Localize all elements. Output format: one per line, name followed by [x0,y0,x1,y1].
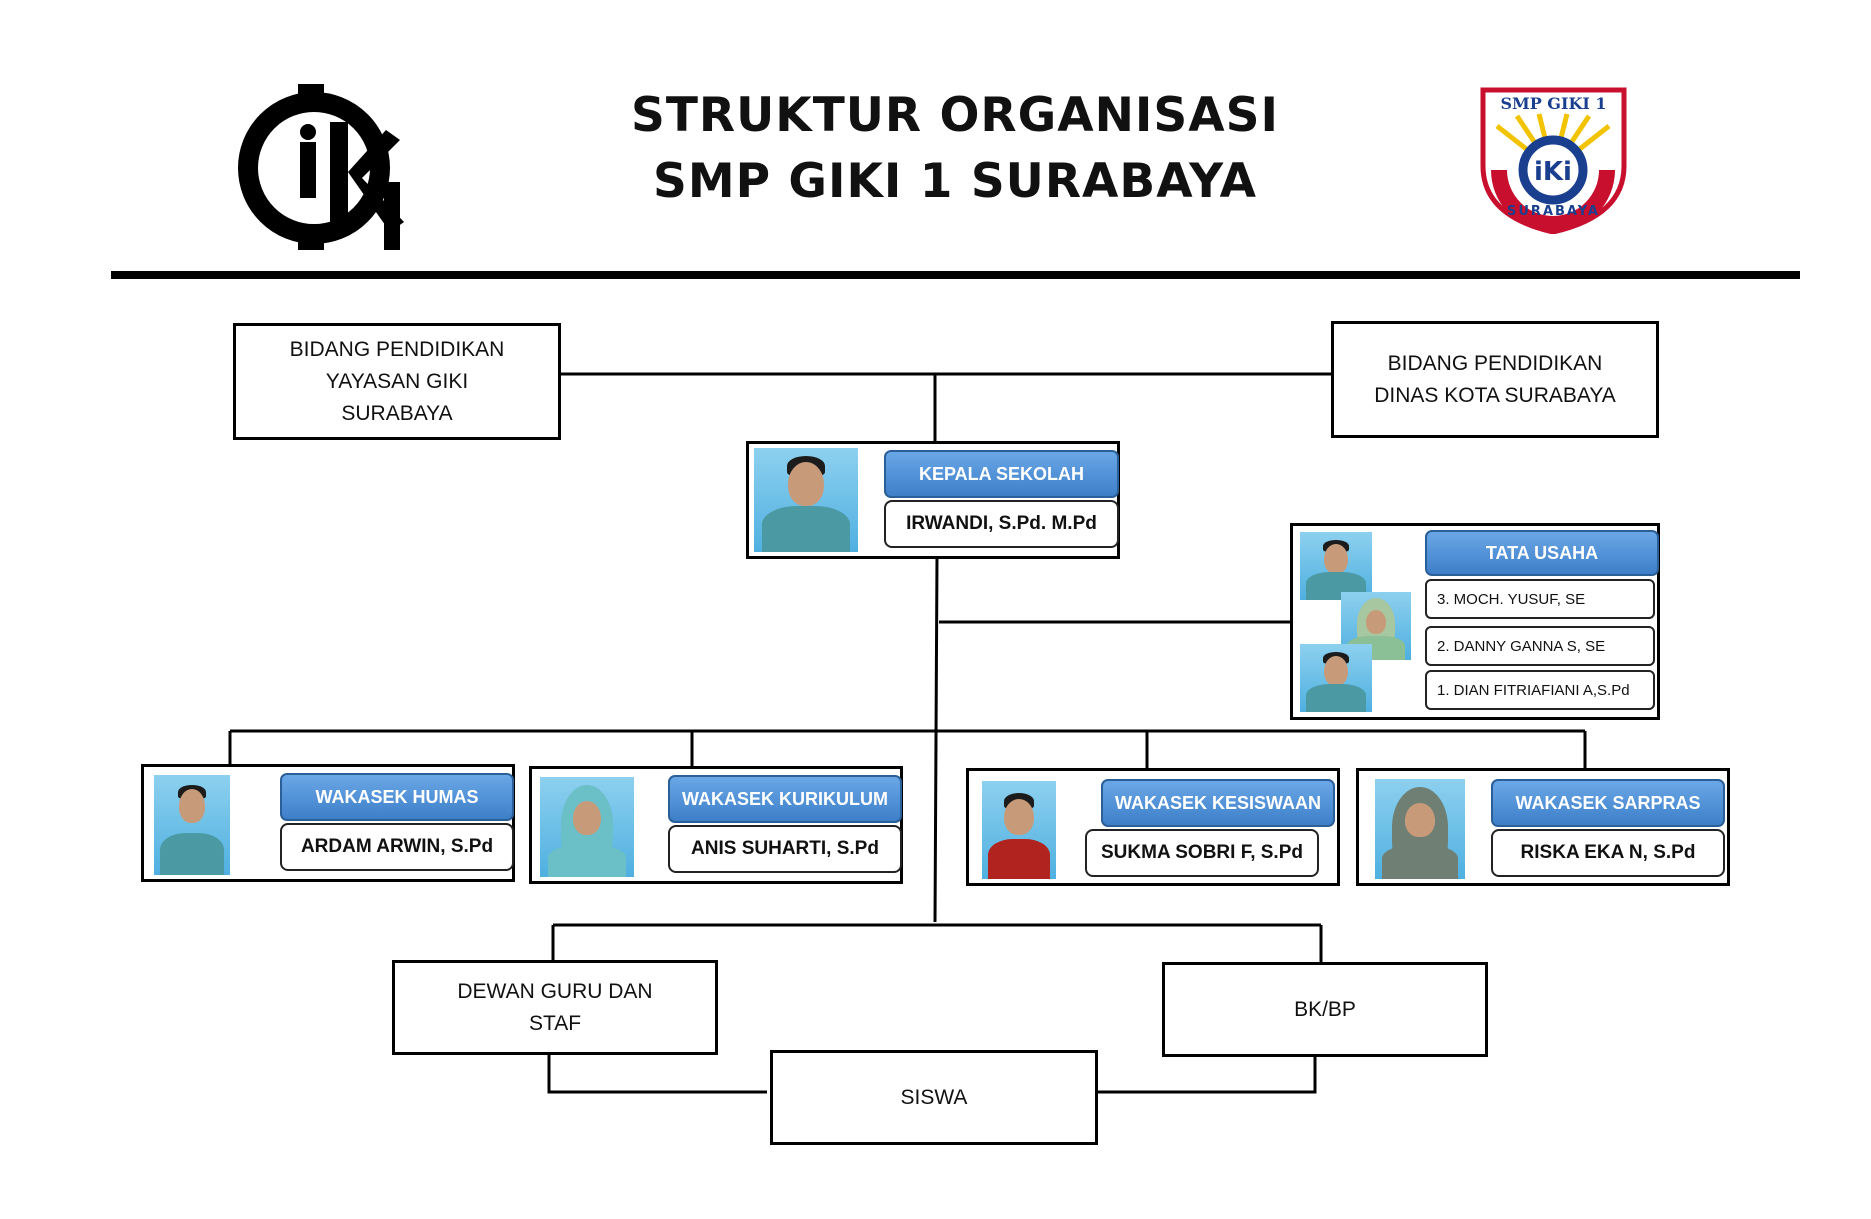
page-title-line1: STRUKTUR ORGANISASI [631,88,1279,143]
siswa-box: SISWA [770,1050,1098,1145]
kepala-photo [754,448,858,552]
kurikulum-photo [540,777,634,877]
bk-label: BK/BP [1294,997,1356,1021]
dinas-box: BIDANG PENDIDIKAN DINAS KOTA SURABAYA [1331,321,1659,438]
dewan-line2: STAF [528,1011,582,1035]
svg-text:iKi: iKi [1534,157,1572,187]
kepala-role: KEPALA SEKOLAH [884,450,1119,498]
tu-name-2: 2. DANNY GANNA S, SE [1425,626,1655,666]
tata-usaha-role: TATA USAHA [1425,530,1659,576]
dewan-guru-box: DEWAN GURU DAN STAF [392,960,718,1055]
yayasan-line3: SURABAYA [341,401,453,425]
kesiswaan-photo [982,781,1056,879]
giki-logo [234,82,412,250]
sarpras-role: WAKASEK SARPRAS [1491,779,1725,827]
tu-name-1: 1. DIAN FITRIAFIANI A,S.Pd [1425,670,1655,710]
tu-photo-3 [1300,644,1372,712]
tu-photo-1 [1300,532,1372,600]
bk-bp-box: BK/BP [1162,962,1488,1057]
kesiswaan-name: SUKMA SOBRI F, S.Pd [1085,829,1319,877]
wakasek-kesiswaan-card: WAKASEK KESISWAAN SUKMA SOBRI F, S.Pd [966,768,1340,886]
kepala-sekolah-card: KEPALA SEKOLAH IRWANDI, S.Pd. M.Pd [746,441,1120,559]
header-divider [111,271,1800,279]
dinas-line2: DINAS KOTA SURABAYA [1374,383,1616,407]
kurikulum-role: WAKASEK KURIKULUM [668,775,902,823]
emblem-bottom-text: SURABAYA [1507,204,1600,219]
yayasan-line2: YAYASAN GIKI [325,369,469,393]
kurikulum-name: ANIS SUHARTI, S.Pd [668,825,902,873]
tu-name-3: 3. MOCH. YUSUF, SE [1425,579,1655,619]
tata-usaha-card: TATA USAHA 3. MOCH. YUSUF, SE 2. DANNY G… [1290,523,1660,720]
smp-giki-emblem: iKi SMP GIKI 1 SURABAYA [1477,86,1630,235]
kepala-name: IRWANDI, S.Pd. M.Pd [884,500,1119,548]
kesiswaan-role: WAKASEK KESISWAAN [1101,779,1335,827]
page-title-line2: SMP GIKI 1 SURABAYA [652,154,1258,209]
yayasan-line1: BIDANG PENDIDIKAN [289,337,505,361]
siswa-label: SISWA [900,1085,968,1109]
wakasek-sarpras-card: WAKASEK SARPRAS RISKA EKA N, S.Pd [1356,768,1730,886]
dinas-line1: BIDANG PENDIDIKAN [1387,351,1603,375]
emblem-top-text: SMP GIKI 1 [1500,94,1607,113]
wakasek-humas-card: WAKASEK HUMAS ARDAM ARWIN, S.Pd [141,764,515,882]
wakasek-kurikulum-card: WAKASEK KURIKULUM ANIS SUHARTI, S.Pd [529,766,903,884]
sarpras-name: RISKA EKA N, S.Pd [1491,829,1725,877]
dewan-line1: DEWAN GURU DAN [457,979,653,1003]
humas-role: WAKASEK HUMAS [280,773,514,821]
humas-photo [154,775,230,875]
sarpras-photo [1375,779,1465,879]
humas-name: ARDAM ARWIN, S.Pd [280,823,514,871]
yayasan-box: BIDANG PENDIDIKAN YAYASAN GIKI SURABAYA [233,323,561,440]
